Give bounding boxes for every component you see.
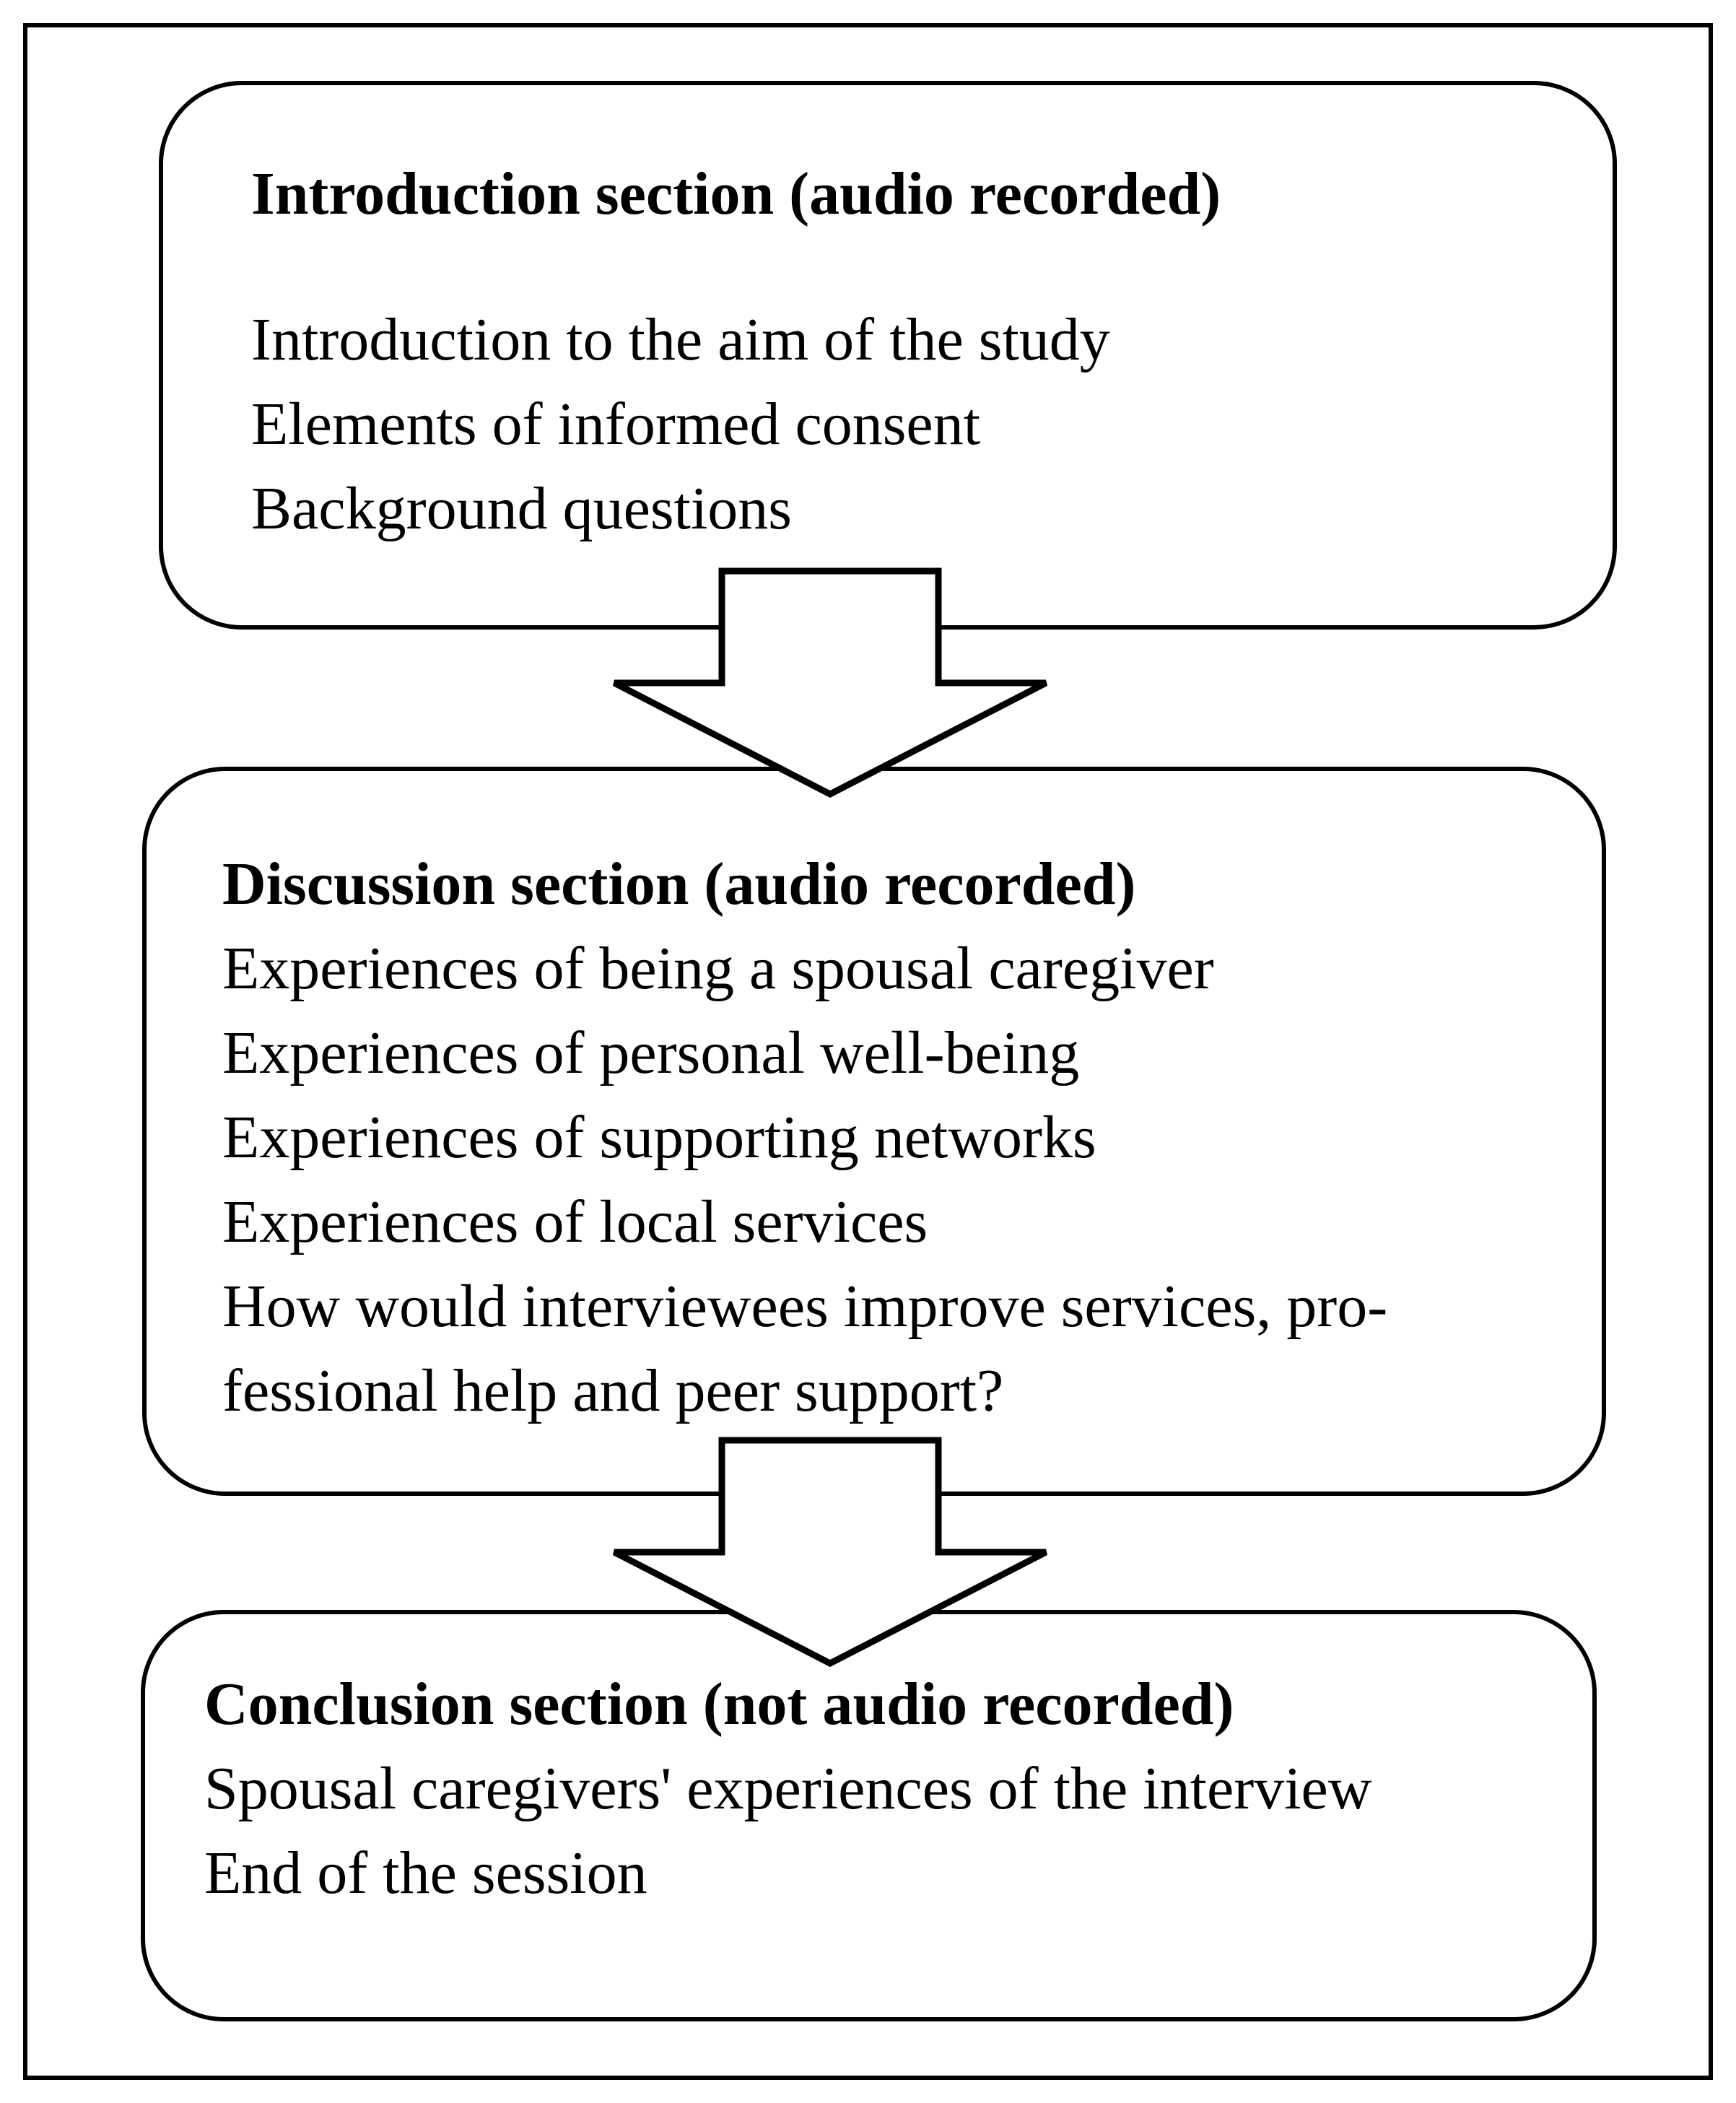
- list-item: Background questions: [251, 475, 792, 542]
- introduction-section-items: Introduction to the aim of the study Ele…: [251, 297, 1584, 551]
- conclusion-section-title: Conclusion section (not audio recorded): [204, 1671, 1234, 1738]
- list-item: How would interviewees improve services,…: [222, 1273, 1388, 1340]
- box-conclusion-section: Conclusion section (not audio recorded) …: [141, 1610, 1597, 2021]
- introduction-section-title: Introduction section (audio recorded): [251, 160, 1221, 227]
- box-discussion-section: Discussion section (audio recorded) Expe…: [142, 767, 1606, 1496]
- list-item: fessional help and peer support?: [222, 1357, 1004, 1424]
- list-item: Introduction to the aim of the study: [251, 306, 1110, 373]
- box-introduction-section: Introduction section (audio recorded) In…: [159, 81, 1617, 630]
- list-item: Spousal caregivers' experiences of the i…: [204, 1755, 1372, 1822]
- conclusion-section-items: Spousal caregivers' experiences of the i…: [204, 1746, 1563, 1915]
- down-arrow-icon: [612, 1437, 1048, 1668]
- list-item: Experiences of being a spousal caregiver: [222, 935, 1214, 1002]
- discussion-section-title: Discussion section (audio recorded): [222, 850, 1136, 918]
- down-arrow-icon: [612, 567, 1048, 798]
- discussion-section-items: Experiences of being a spousal caregiver…: [222, 926, 1573, 1433]
- list-item: Elements of informed consent: [251, 391, 981, 458]
- list-item: Experiences of supporting networks: [222, 1104, 1096, 1171]
- list-item: End of the session: [204, 1839, 647, 1907]
- list-item: Experiences of personal well-being: [222, 1019, 1080, 1087]
- list-item: Experiences of local services: [222, 1188, 928, 1255]
